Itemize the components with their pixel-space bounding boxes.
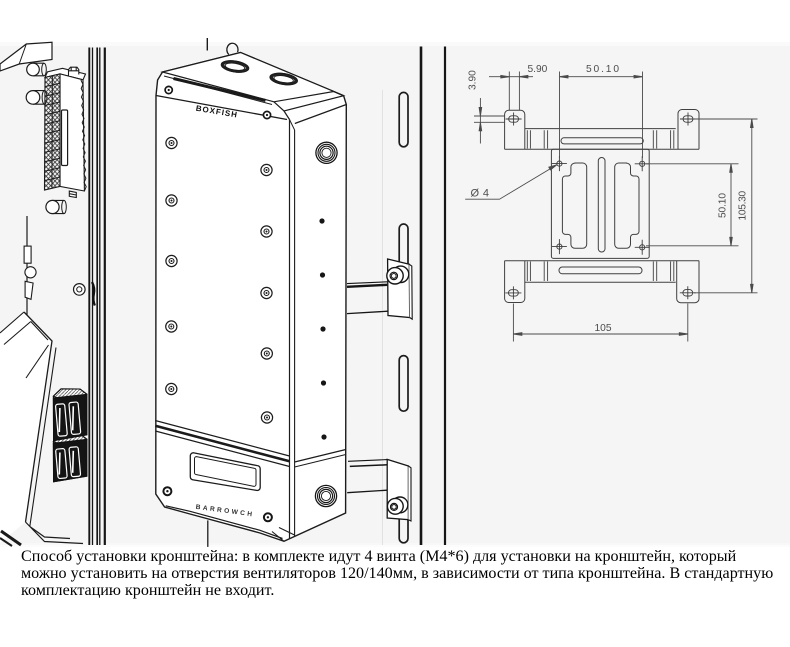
svg-text:3.90: 3.90 [468, 70, 479, 90]
svg-text:50.10: 50.10 [718, 193, 729, 218]
svg-text:105: 105 [595, 323, 612, 334]
svg-text:105.30: 105.30 [738, 190, 749, 220]
svg-text:5.90: 5.90 [528, 64, 548, 75]
svg-text:50.10: 50.10 [586, 64, 619, 75]
